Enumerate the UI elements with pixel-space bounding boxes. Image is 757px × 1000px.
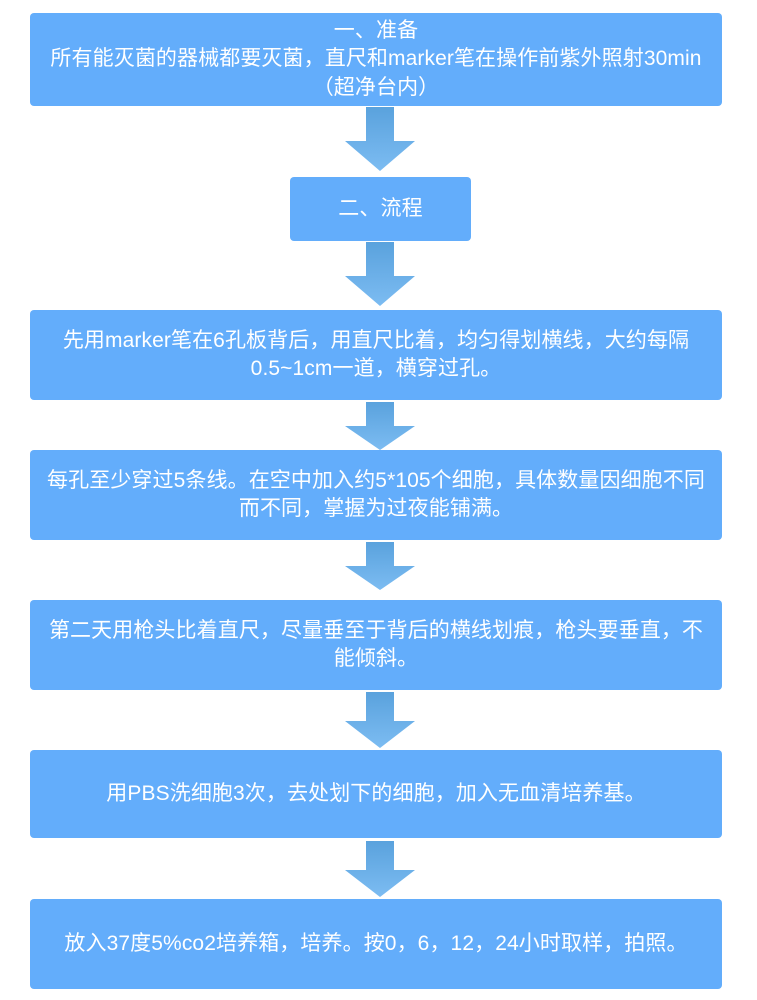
flow-node-step2[interactable]: 每孔至少穿过5条线。在空中加入约5*105个细胞，具体数量因细胞不同而不同，掌握… [30, 450, 722, 540]
flow-node-process[interactable]: 二、流程 [290, 177, 471, 241]
flow-node-step5[interactable]: 放入37度5%co2培养箱，培养。按0，6，12，24小时取样，拍照。 [30, 899, 722, 989]
arrow-down-icon [345, 841, 415, 897]
arrow-down-icon [345, 542, 415, 590]
flow-node-step1[interactable]: 先用marker笔在6孔板背后，用直尺比着，均匀得划横线，大约每隔0.5~1cm… [30, 310, 722, 400]
flow-node-step4[interactable]: 用PBS洗细胞3次，去处划下的细胞，加入无血清培养基。 [30, 750, 722, 838]
flow-node-step3[interactable]: 第二天用枪头比着直尺，尽量垂至于背后的横线划痕，枪头要垂直，不能倾斜。 [30, 600, 722, 690]
flow-node-prep[interactable]: 一、准备 所有能灭菌的器械都要灭菌，直尺和marker笔在操作前紫外照射30mi… [30, 13, 722, 106]
arrow-down-icon [345, 107, 415, 171]
arrow-down-icon [345, 692, 415, 748]
arrow-down-icon [345, 402, 415, 450]
arrow-down-icon [345, 242, 415, 306]
